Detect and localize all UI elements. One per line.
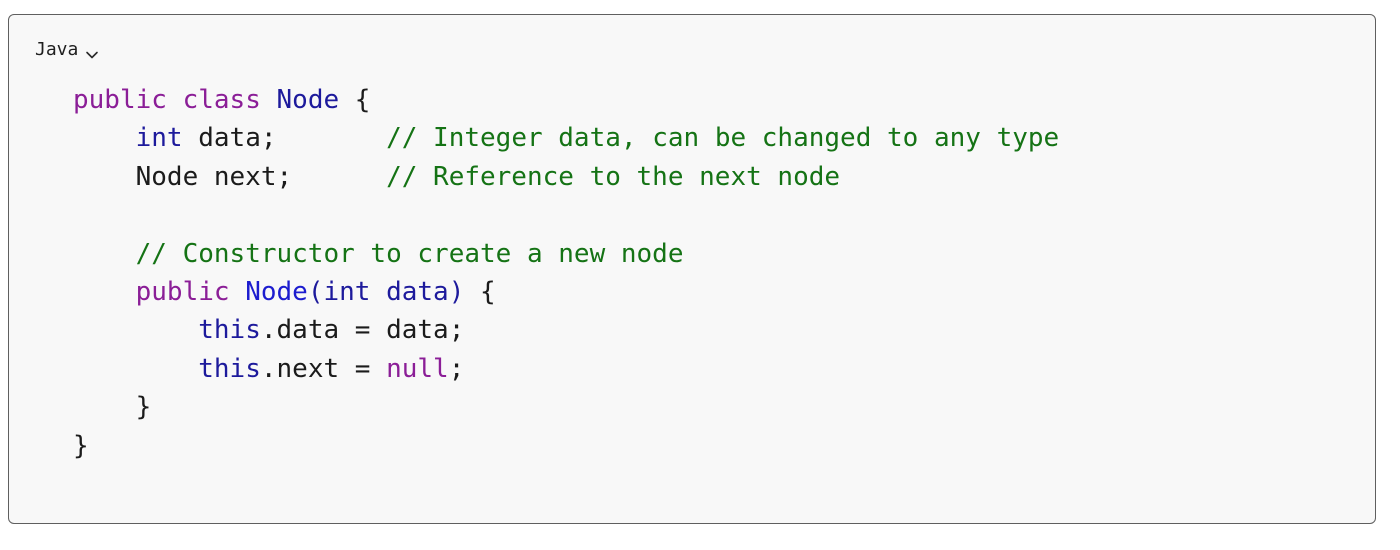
language-label: Java	[35, 39, 79, 60]
code-token-cmt: // Constructor to create a new node	[135, 238, 684, 269]
code-token-plain: data;	[182, 123, 387, 154]
code-token-plain	[73, 277, 136, 307]
code-line: this.next = null;	[73, 350, 1059, 388]
code-token-kw: public	[135, 276, 230, 307]
code-token-plain	[261, 85, 277, 115]
code-token-plain: ;	[448, 353, 465, 384]
code-token-type: this	[198, 353, 261, 384]
code-token-plain	[73, 315, 198, 345]
code-token-kw: class	[182, 85, 261, 115]
code-token-type: int	[135, 123, 183, 154]
code-block: Java public class Node { int data; // In…	[8, 14, 1376, 524]
code-token-plain: }	[73, 430, 89, 461]
code-line: this.data = data;	[73, 311, 1059, 349]
code-token-fn: Node	[245, 276, 308, 307]
chevron-down-icon	[85, 45, 99, 59]
code-token-cmt: // Reference to the next node	[386, 161, 841, 192]
code-line: // Constructor to create a new node	[73, 235, 1059, 273]
code-content: public class Node { int data; // Integer…	[73, 81, 1059, 465]
code-token-plain	[73, 354, 198, 384]
code-token-type: Node	[276, 85, 340, 115]
code-token-type: this	[198, 315, 261, 346]
code-token-plain	[73, 239, 136, 269]
code-token-plain	[73, 123, 136, 153]
code-line: Node next; // Reference to the next node	[73, 158, 1059, 196]
code-line: }	[73, 388, 1059, 426]
code-line: }	[73, 427, 1059, 465]
code-token-kw: public	[73, 85, 167, 115]
code-token-cmt: // Integer data, can be changed to any t…	[386, 123, 1060, 154]
code-token-plain: }	[73, 392, 152, 423]
code-token-plain	[167, 85, 183, 115]
code-token-plain	[230, 277, 246, 307]
code-line	[73, 196, 1059, 234]
code-token-plain: .data = data;	[260, 315, 465, 346]
code-token-plain: {	[339, 85, 371, 115]
code-token-plain: Node next;	[73, 161, 387, 192]
code-token-plain: {	[464, 276, 496, 307]
language-selector[interactable]: Java	[35, 39, 99, 61]
code-line: public class Node {	[73, 81, 1059, 119]
code-line: public Node(int data) {	[73, 273, 1059, 311]
code-token-type: (int data)	[307, 276, 465, 307]
code-token-kw: null	[386, 353, 449, 384]
code-line: int data; // Integer data, can be change…	[73, 119, 1060, 157]
code-token-plain: .next =	[260, 353, 387, 384]
